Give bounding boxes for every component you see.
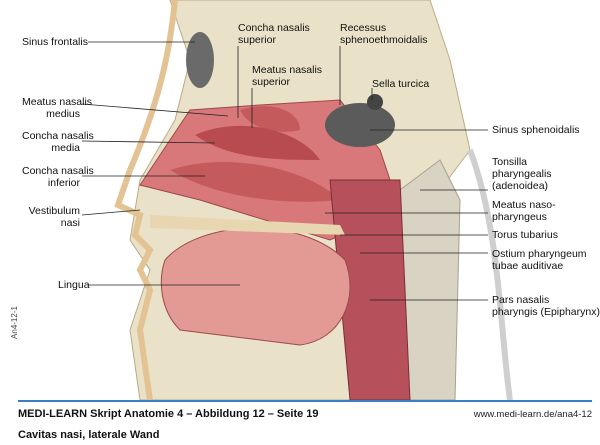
footer-subtitle: Cavitas nasi, laterale Wand <box>18 429 160 441</box>
concha-superior-shape <box>240 106 300 132</box>
label-sella-turcica: Sella turcica <box>372 78 430 90</box>
label-line: Meatus nasalis <box>22 96 93 108</box>
label-line: (adenoidea) <box>492 180 549 192</box>
label-line: Concha nasalis <box>22 130 94 142</box>
label-line: inferior <box>47 177 80 189</box>
label-line: Concha nasalis <box>22 165 94 177</box>
footer-divider <box>18 400 592 402</box>
label-lingua: Lingua <box>58 279 90 291</box>
neck-outline <box>467 148 513 400</box>
figure-code: An4-12-1 <box>9 306 19 339</box>
label-line: medius <box>46 108 80 120</box>
label-line: Concha nasalis <box>238 22 310 34</box>
label-line: pharyngis (Epipharynx) <box>492 306 600 318</box>
label-sinus-frontalis: Sinus frontalis <box>22 36 88 48</box>
sella-shape <box>367 94 383 110</box>
label-line: Pars nasalis <box>492 294 550 306</box>
label-line: Recessus <box>340 22 387 34</box>
leader-lines <box>81 41 488 301</box>
label-line: superior <box>238 34 276 46</box>
label-torus-tubarius: Torus tubarius <box>492 229 558 241</box>
label-line: Meatus naso- <box>492 199 556 211</box>
footer-url[interactable]: www.medi-learn.de/ana4-12 <box>473 409 592 420</box>
spine <box>399 159 461 400</box>
sinus-frontalis-shape <box>186 32 214 88</box>
face-profile <box>114 0 178 400</box>
label-line: nasi <box>60 217 80 229</box>
sinus-sphenoidalis-shape <box>325 103 395 147</box>
label-meatus-nasopharyngeus: Meatus naso-pharyngeus <box>492 199 556 223</box>
label-line: Meatus nasalis <box>252 64 323 76</box>
concha-inferior-shape <box>170 161 340 202</box>
label-line: pharyngeus <box>492 211 547 223</box>
label-line: tubae auditivae <box>492 260 564 272</box>
nasal-cavity-illustration <box>81 0 513 400</box>
label-line: Vestibulum <box>28 205 80 217</box>
label-line: Ostium pharyngeum <box>492 248 587 260</box>
label-line: media <box>51 142 80 154</box>
label-sinus-sphenoidalis: Sinus sphenoidalis <box>492 124 580 136</box>
label-line: superior <box>252 76 290 88</box>
footer-title: MEDI-LEARN Skript Anatomie 4 – Abbildung… <box>18 408 319 420</box>
palate <box>150 215 345 235</box>
tongue <box>160 227 351 346</box>
label-line: sphenoethmoidalis <box>340 34 428 46</box>
label-line: Tonsilla <box>492 156 528 168</box>
label-line: pharyngealis <box>492 168 552 180</box>
concha-media-shape <box>195 125 320 160</box>
